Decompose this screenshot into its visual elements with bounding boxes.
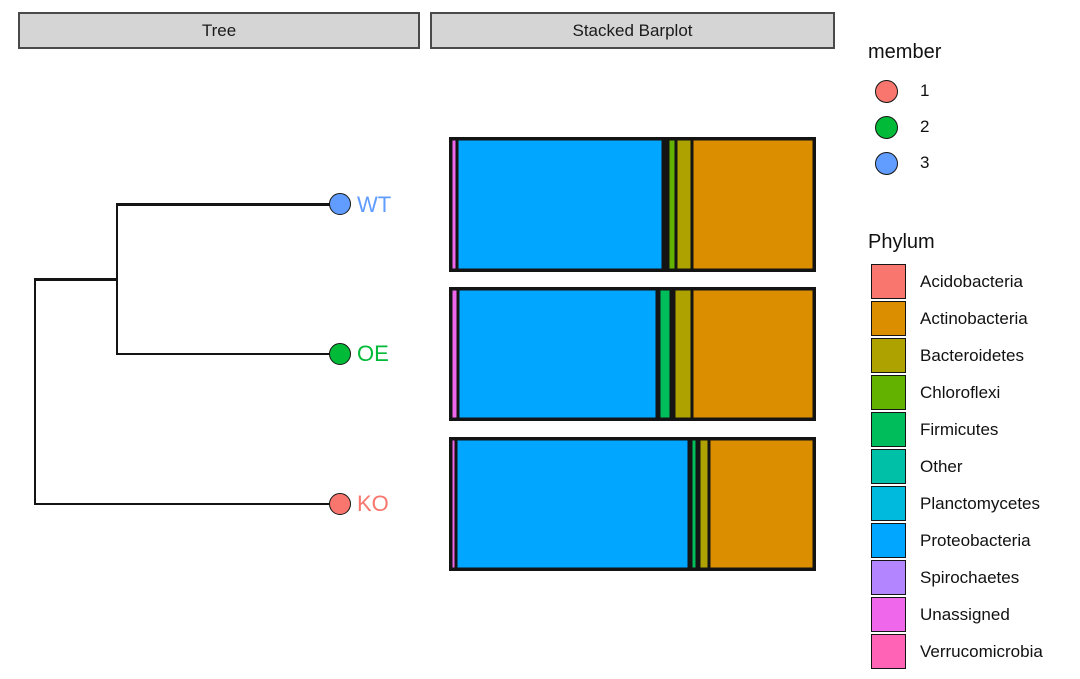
phylum-legend-label: Verrucomicrobia — [920, 641, 1043, 661]
bar-segment-ko-bacteroidetes — [698, 439, 710, 569]
bar-segment-ko-actinobacteria — [709, 439, 814, 569]
member-legend-label: 1 — [920, 81, 930, 100]
tree-node-oe — [328, 342, 351, 365]
member-legend-key-3 — [875, 151, 898, 175]
bar-segment-wt-actinobacteria — [692, 139, 814, 270]
tree-branch-to-wt — [117, 203, 334, 206]
bar-segment-oe-chloroflexi — [670, 289, 675, 419]
phylum-legend-label: Bacteroidetes — [920, 345, 1024, 365]
phylum-legend-key-planctomycetes — [871, 486, 906, 521]
bar-segment-wt-firmicutes — [665, 139, 668, 270]
bar-segment-ko-other — [690, 439, 692, 569]
bar-segment-ko-planctomycetes — [689, 439, 691, 569]
tree-root-to-inner-branch — [35, 278, 117, 281]
bar-segment-oe-proteobacteria — [458, 289, 658, 419]
phylum-legend-item-unassigned: Unassigned — [868, 596, 1043, 633]
bar-segment-oe-unassigned — [451, 289, 459, 419]
tree-panel-title: Tree — [201, 20, 237, 40]
stacked-bar-oe — [449, 287, 816, 421]
bar-segment-wt-proteobacteria — [457, 139, 664, 270]
phylum-legend-label: Acidobacteria — [920, 271, 1024, 291]
bar-segment-oe-firmicutes — [659, 289, 671, 419]
phylum-legend-label: Planctomycetes — [920, 493, 1040, 513]
tree-node-ko — [328, 492, 351, 515]
stacked-bar-ko — [449, 437, 816, 571]
phylum-legend-key-chloroflexi — [871, 375, 906, 410]
phylum-legend-label: Proteobacteria — [920, 530, 1031, 550]
phylum-legend-item-proteobacteria: Proteobacteria — [868, 522, 1043, 559]
phylum-legend-key-other — [871, 449, 906, 484]
phylum-legend-item-acidobacteria: Acidobacteria — [868, 263, 1043, 300]
bar-segment-ko-unassigned — [451, 439, 456, 569]
phylum-legend-key-actinobacteria — [871, 301, 906, 336]
tree-tip-label-ko: KO — [357, 491, 389, 516]
phylum-legend-label: Unassigned — [920, 604, 1010, 624]
bar-segment-wt-other — [664, 139, 666, 270]
phylum-legend-key-proteobacteria — [871, 523, 906, 558]
tree-root-connector — [33, 278, 37, 506]
phylum-legend-item-bacteroidetes: Bacteroidetes — [868, 337, 1043, 374]
member-legend-item-3: 3 — [868, 145, 941, 181]
tree-panel-header: Tree — [18, 12, 420, 49]
phylum-legend-item-planctomycetes: Planctomycetes — [868, 485, 1043, 522]
phylum-legend-label: Firmicutes — [920, 419, 999, 439]
bar-segment-ko-chloroflexi — [697, 439, 699, 569]
phylum-legend-label: Actinobacteria — [920, 308, 1028, 328]
member-legend-item-2: 2 — [868, 109, 941, 145]
stacked-bar-wt — [449, 137, 816, 272]
bar-segment-ko-proteobacteria — [455, 439, 690, 569]
bar-segment-wt-unassigned — [451, 139, 458, 270]
bar-segment-wt-planctomycetes — [663, 139, 665, 270]
barplot-panel-title: Stacked Barplot — [572, 20, 693, 40]
member-legend-key-1 — [875, 79, 898, 103]
member-legend-items: 1 2 3 — [868, 73, 941, 181]
phylum-legend-item-spirochaetes: Spirochaetes — [868, 559, 1043, 596]
bar-segment-wt-bacteroidetes — [676, 139, 693, 270]
bar-segment-wt-chloroflexi — [667, 139, 677, 270]
phylum-legend-item-other: Other — [868, 448, 1043, 485]
tree-node-wt — [328, 193, 351, 215]
phylum-legend-item-chloroflexi: Chloroflexi — [868, 374, 1043, 411]
bar-segment-oe-actinobacteria — [691, 289, 814, 419]
phylum-legend-key-spirochaetes — [871, 560, 906, 595]
tree-branch-to-ko — [35, 502, 334, 506]
phylum-legend-key-bacteroidetes — [871, 338, 906, 373]
phylum-legend-key-verrucomicrobia — [871, 634, 906, 669]
tree-tip-label-oe: OE — [357, 341, 389, 366]
bar-segment-oe-planctomycetes — [657, 289, 659, 419]
member-legend-key-2 — [875, 115, 898, 139]
tree-wt-oe-connector — [115, 203, 119, 356]
tree-branch-to-oe — [117, 352, 334, 356]
member-legend-item-1: 1 — [868, 73, 941, 109]
phylum-legend-item-firmicutes: Firmicutes — [868, 411, 1043, 448]
member-legend-label: 3 — [920, 153, 930, 172]
member-legend-title: member — [868, 41, 942, 63]
phylum-legend-title: Phylum — [868, 231, 935, 253]
phylum-legend-key-acidobacteria — [871, 264, 906, 299]
phylum-legend-item-actinobacteria: Actinobacteria — [868, 300, 1043, 337]
member-legend: member 1 2 3 — [868, 38, 941, 181]
phylum-legend-key-unassigned — [871, 597, 906, 632]
member-legend-label: 2 — [920, 117, 930, 136]
phylum-legend-label: Chloroflexi — [920, 382, 1001, 402]
phylum-legend-key-firmicutes — [871, 412, 906, 447]
bar-segment-oe-other — [658, 289, 660, 419]
phylum-legend-item-verrucomicrobia: Verrucomicrobia — [868, 633, 1043, 670]
tree-tip-label-wt: WT — [357, 191, 392, 217]
bar-segment-oe-bacteroidetes — [674, 289, 692, 419]
phylum-legend-label: Other — [920, 456, 963, 476]
bar-segment-ko-firmicutes — [691, 439, 698, 569]
barplot-panel-header: Stacked Barplot — [430, 12, 835, 49]
phylum-legend-label: Spirochaetes — [920, 567, 1020, 587]
